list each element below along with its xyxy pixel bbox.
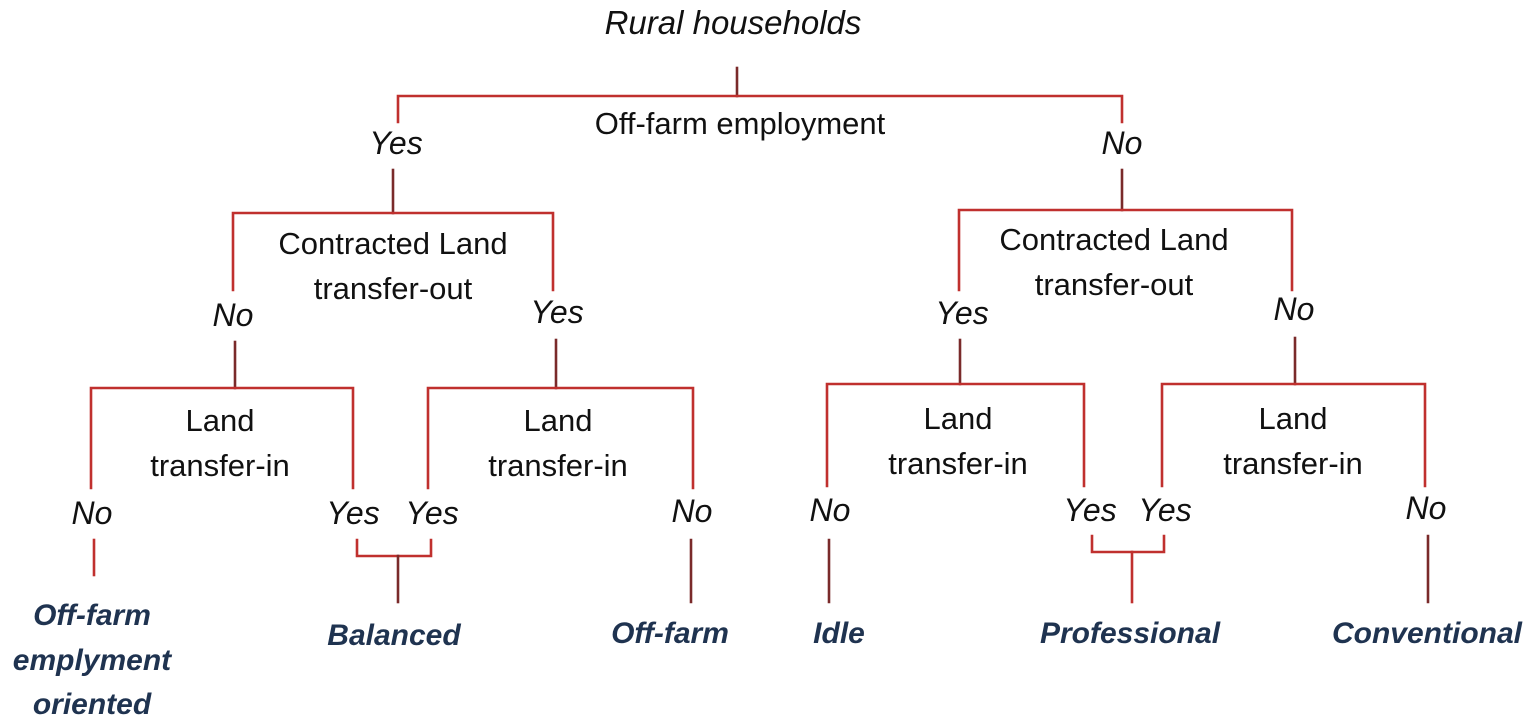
right-transfer-out-question-line2: transfer-out xyxy=(1035,267,1194,302)
right-transfer-out-bar xyxy=(957,208,1294,292)
left-yes-transfer-in-question-line2: transfer-in xyxy=(488,448,628,483)
left-yes-transfer-in-bar xyxy=(426,386,695,490)
left-no-transfer-in-bar xyxy=(89,386,355,490)
outcome-balanced: Balanced xyxy=(327,619,461,652)
right-transfer-out-question-line1: Contracted Land xyxy=(999,222,1228,257)
answer-no-left-transfer-out: No xyxy=(213,297,254,333)
outcome-off-farm-employment-oriented-line3: oriented xyxy=(33,688,152,721)
level1-bar xyxy=(396,94,1124,124)
answer-yes-left-yes-transfer-in: Yes xyxy=(405,495,458,531)
outcome-conventional: Conventional xyxy=(1332,617,1523,650)
left-no-transfer-in-question-line1: Land xyxy=(186,403,255,438)
right-yes-transfer-in-bar xyxy=(825,382,1086,488)
left-transfer-out-question-line2: transfer-out xyxy=(314,271,473,306)
answer-yes-right-no-transfer-in: Yes xyxy=(1138,492,1191,528)
outcome-off-farm-employment-oriented-line1: Off-farm xyxy=(33,599,151,632)
balanced-bracket xyxy=(355,538,433,558)
tree-connectors xyxy=(89,66,1430,604)
answer-no-left-no-transfer-in: No xyxy=(72,495,113,531)
left-no-transfer-in-question-line2: transfer-in xyxy=(150,448,290,483)
professional-bracket xyxy=(1090,534,1166,554)
right-no-transfer-in-question-line2: transfer-in xyxy=(1223,446,1363,481)
answer-no-right-transfer-out: No xyxy=(1274,291,1315,327)
answer-no-left-yes-transfer-in: No xyxy=(672,493,713,529)
left-transfer-out-question-line1: Contracted Land xyxy=(278,226,507,261)
answer-yes-off-farm: Yes xyxy=(369,125,422,161)
left-yes-transfer-in-question-line1: Land xyxy=(524,403,593,438)
answer-yes-right-yes-transfer-in: Yes xyxy=(1063,492,1116,528)
right-no-transfer-in-question-line1: Land xyxy=(1259,401,1328,436)
answer-yes-right-transfer-out: Yes xyxy=(935,295,988,331)
right-no-transfer-in-bar xyxy=(1160,382,1427,488)
answer-no-off-farm: No xyxy=(1102,125,1143,161)
left-transfer-out-bar xyxy=(231,211,555,292)
outcome-idle: Idle xyxy=(813,617,865,650)
answer-no-right-no-transfer-in: No xyxy=(1406,490,1447,526)
right-yes-transfer-in-question-line1: Land xyxy=(924,401,993,436)
outcome-off-farm-employment-oriented-line2: emplyment xyxy=(13,644,173,677)
right-yes-transfer-in-question-line2: transfer-in xyxy=(888,446,1028,481)
answer-yes-left-transfer-out: Yes xyxy=(530,294,583,330)
root-label: Rural households xyxy=(605,4,862,41)
answer-no-right-yes-transfer-in: No xyxy=(810,492,851,528)
outcome-professional: Professional xyxy=(1040,617,1221,650)
outcome-off-farm: Off-farm xyxy=(611,617,729,650)
answer-yes-left-no-transfer-in: Yes xyxy=(326,495,379,531)
off-farm-employment-question: Off-farm employment xyxy=(595,106,886,141)
